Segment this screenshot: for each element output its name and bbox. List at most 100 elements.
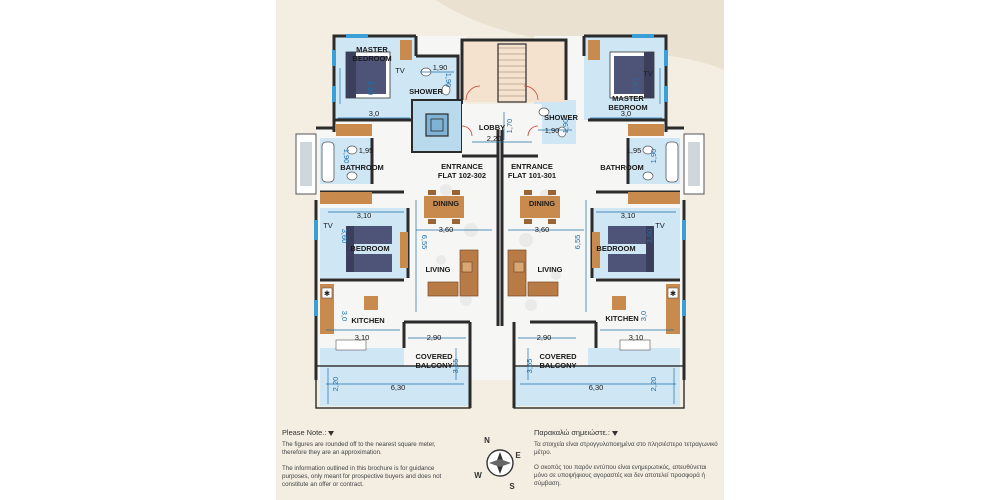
dim-master-bedroom-height-left: 3,90: [366, 81, 375, 96]
compass-n: N: [484, 436, 490, 445]
note-paragraph-gr-2: Ο σκοπός του παρόν εντύπου είναι ενημερω…: [534, 464, 707, 487]
note-paragraph-gr-1: Τα στοιχεία είναι στρογγυλοποιημένα στο …: [534, 441, 718, 456]
sofa-right: [507, 249, 559, 297]
bed-bedroom-left: [346, 226, 392, 272]
label-master-bedroom-left-1: MASTER: [356, 45, 388, 54]
hob-icon-left: ✱: [324, 289, 330, 298]
bed-master-right: [609, 51, 655, 99]
label-living-left: LIVING: [425, 265, 450, 274]
label-master-bedroom-right-1: MASTER: [612, 94, 644, 103]
label-tv-bedroom-left: TV: [323, 221, 333, 230]
label-bedroom-left: BEDROOM: [350, 244, 389, 253]
dim-lobby-height: 1,70: [505, 119, 514, 134]
kitchen-counter-right: [612, 284, 680, 351]
dim-balcony-width-left: 2,90: [427, 333, 442, 342]
triangle-down-icon: [611, 430, 618, 436]
compass-e: E: [515, 451, 521, 460]
dim-balcony-height-left: 3,65: [451, 359, 460, 374]
dim-bedroom-width-right: 3,10: [621, 211, 636, 220]
windows: [314, 34, 686, 316]
label-covered-balcony-right-1: COVERED: [539, 352, 577, 361]
label-entrance-left-2: FLAT 102-302: [438, 171, 486, 180]
covered-balcony-left: [404, 320, 470, 366]
bed-bedroom-right: [608, 226, 654, 272]
dim-shower-height-left: 1,90: [444, 73, 453, 88]
shower-left: [416, 56, 458, 100]
kitchen-counter-left: [320, 284, 378, 351]
dining-table-left: [424, 190, 464, 224]
dim-kitchen-height-right: 3,0: [639, 311, 648, 321]
dim-bathroom-height-left: 1,90: [342, 149, 351, 164]
dim-kitchen-width-right: 3,10: [629, 333, 644, 342]
label-kitchen-left: KITCHEN: [351, 316, 384, 325]
label-dining-left: DINING: [433, 199, 459, 208]
compass-rose: N E S W: [474, 436, 521, 491]
sofa-left: [427, 249, 479, 297]
stairwell: [462, 40, 566, 102]
dim-terrace-height-right: 2,20: [649, 377, 658, 392]
door-swings: [461, 85, 539, 137]
dim-kitchen-width-left: 3,10: [355, 333, 370, 342]
dim-lobby-width: 2,20: [487, 134, 502, 143]
hob-icon-right: ✱: [670, 289, 676, 298]
label-covered-balcony-left-2: BALCONY: [415, 361, 452, 370]
dim-living-height-left: 6,55: [420, 235, 429, 250]
label-covered-balcony-right-2: BALCONY: [539, 361, 576, 370]
stair-treads: [498, 47, 526, 97]
label-entrance-right-1: ENTRANCE: [511, 162, 553, 171]
label-entrance-left-1: ENTRANCE: [441, 162, 483, 171]
dim-living-height-right: 6,55: [573, 235, 582, 250]
label-tv-bedroom-right: TV: [655, 221, 665, 230]
dim-terrace-width-left: 6,30: [391, 383, 406, 392]
covered-balcony-right: [514, 320, 588, 366]
balcony-railings: [315, 365, 685, 409]
label-tv-master-right: TV: [643, 69, 653, 78]
dim-terrace-width-right: 6,30: [589, 383, 604, 392]
dim-master-bedroom-width-right: 3,0: [621, 109, 631, 118]
label-entrance-right-2: FLAT 101-301: [508, 171, 556, 180]
label-lobby: LOBBY: [479, 123, 505, 132]
label-bathroom-right: BATHROOM: [600, 163, 644, 172]
note-heading-gr: Παρακαλώ σημειώστε.:: [534, 428, 618, 437]
compass-s: S: [509, 482, 515, 491]
dim-bathroom-height-right: 1,90: [649, 149, 658, 164]
dim-kitchen-height-left: 3,0: [340, 311, 349, 321]
dim-shower-width-right: 1,90: [545, 126, 560, 135]
wardrobes: [320, 40, 680, 268]
label-master-bedroom-left-2: BEDROOM: [352, 54, 391, 63]
dim-bedroom-height-left: 3,60: [340, 229, 349, 244]
label-tv-master-left: TV: [395, 66, 405, 75]
note-heading-en: Please Note.:: [282, 428, 335, 437]
bathtubs: [321, 141, 679, 183]
sanitary-fixtures: [346, 67, 654, 181]
label-bedroom-right: BEDROOM: [596, 244, 635, 253]
dim-terrace-height-left: 2,20: [331, 377, 340, 392]
dim-bedroom-height-right: 3,60: [645, 229, 654, 244]
dim-master-bedroom-width-left: 3,0: [369, 109, 379, 118]
label-shower-right: SHOWER: [544, 113, 578, 122]
bay-window-glazing: [300, 142, 700, 186]
label-bathroom-left: BATHROOM: [340, 163, 384, 172]
dimension-lines: [326, 68, 676, 404]
dim-shower-width-left: 1,90: [433, 63, 448, 72]
note-paragraph-en-2: The information outlined in this brochur…: [282, 465, 442, 488]
dim-living-width-right: 3,60: [535, 225, 550, 234]
dim-bathroom-width-left: 1,95: [359, 146, 374, 155]
brochure-sheet: MASTER BEDROOM MASTER BEDROOM SHOWER SHO…: [276, 0, 724, 500]
dim-shower-height-right: 1,90: [561, 119, 570, 134]
label-master-bedroom-right-2: BEDROOM: [608, 103, 647, 112]
label-kitchen-right: KITCHEN: [605, 314, 638, 323]
dim-bedroom-width-left: 3,10: [357, 211, 372, 220]
bed-master-left: [345, 51, 391, 99]
dim-master-bedroom-height-right: 3,90: [631, 79, 640, 94]
lift-icon: [425, 113, 449, 137]
compass-w: W: [474, 471, 482, 480]
dim-balcony-height-right: 3,65: [525, 359, 534, 374]
triangle-down-icon: [328, 430, 335, 436]
dining-table-right: [520, 190, 560, 224]
label-shower-left: SHOWER: [409, 87, 443, 96]
dim-bathroom-width-right: 1,95: [627, 146, 642, 155]
dim-balcony-width-right: 2,90: [537, 333, 552, 342]
label-covered-balcony-left-1: COVERED: [415, 352, 453, 361]
floor-plan: MASTER BEDROOM MASTER BEDROOM SHOWER SHO…: [295, 0, 724, 409]
